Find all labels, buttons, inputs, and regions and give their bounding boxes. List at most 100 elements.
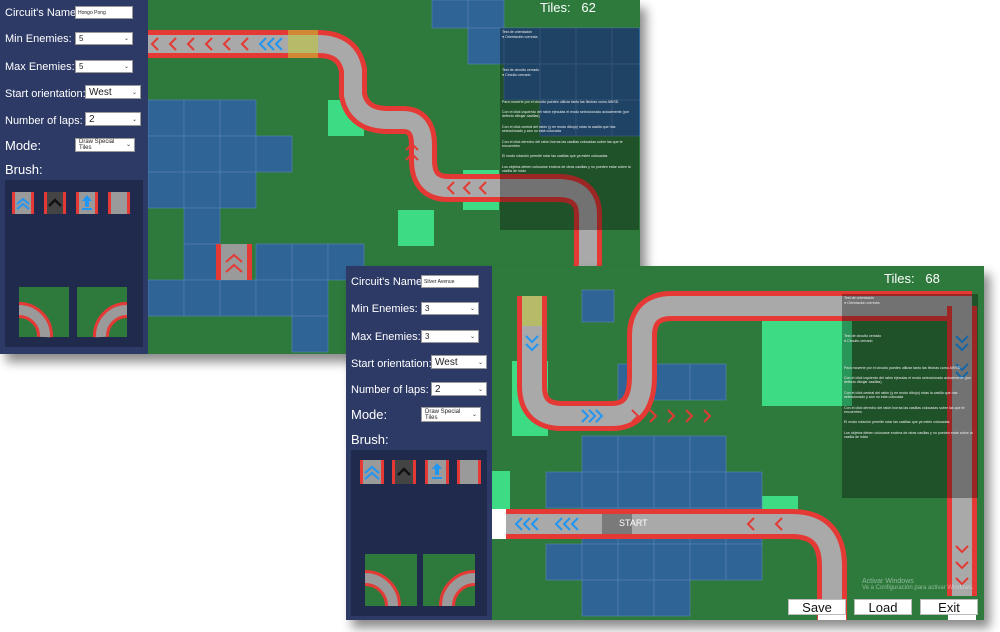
save-button[interactable]: Save <box>788 599 846 615</box>
help-text-3: Con el click central del ratón (y en mod… <box>844 390 958 400</box>
circuit-test-title: Test de circuito cerrado <box>502 67 540 72</box>
settings-panel: Circuit's Name: Hongo Pong Min Enemies: … <box>0 0 148 354</box>
circuit-option-text: Circuito cerrado <box>505 73 531 78</box>
tiles-counter: Tiles: 62 <box>540 0 596 15</box>
help-text-2: Con el click izquierdo del ratón ejecuta… <box>844 376 972 385</box>
mode-label: Mode: <box>351 407 388 422</box>
chevron-down-icon: ⌄ <box>131 116 137 123</box>
orientation-option-text: Orientación correcta <box>505 35 538 40</box>
chevron-down-icon: ⌄ <box>123 64 129 70</box>
help-text-2: Con el click izquierdo del ratón ejecuta… <box>502 110 630 119</box>
start-orientation-value: West <box>89 86 112 98</box>
mode-label: Mode: <box>5 138 42 153</box>
editor-window-back: Circuit's Name: Hongo Pong Min Enemies: … <box>0 0 640 354</box>
min-enemies-select[interactable]: 5⌄ <box>75 32 133 45</box>
circuit-name-label: Circuit's Name: <box>351 276 426 288</box>
chevron-down-icon: ⌄ <box>131 89 137 96</box>
curve-right-tile-icon[interactable] <box>77 287 128 338</box>
orientation-test-title: Test de orientación <box>844 296 875 300</box>
circuit-test-title: Test de circuito cerrado <box>844 333 882 338</box>
watermark-title: Activar Windows <box>862 578 914 585</box>
curve-left-tile-icon[interactable] <box>18 287 69 338</box>
chevron-down-icon: ⌄ <box>477 359 483 366</box>
editor-window-front: Circuit's Name: Silver Avenue Min Enemie… <box>346 266 984 620</box>
min-enemies-value: 3 <box>425 304 430 313</box>
orientation-option-text: Orientación correcta <box>847 301 880 306</box>
circuit-name-label: Circuit's Name: <box>5 7 80 19</box>
track-canvas[interactable]: START Tiles: 68 Test de orientación ● Or… <box>492 266 984 620</box>
laps-select[interactable]: 2⌄ <box>431 382 487 396</box>
orientation-test-title: Test de orientación <box>502 30 533 34</box>
min-enemies-label: Min Enemies: <box>351 303 418 315</box>
start-orientation-select[interactable]: West ⌄ <box>431 355 487 369</box>
start-orientation-label: Start orientation: <box>5 88 86 100</box>
help-text-1: Para moverte por el circuito puedes util… <box>502 99 619 104</box>
boost-tile-icon[interactable] <box>12 192 34 214</box>
tiles-label: Tiles: <box>884 271 915 286</box>
chevron-down-icon: ⌄ <box>471 411 477 418</box>
plain-tile-icon[interactable] <box>457 460 481 484</box>
help-text-5: El modo rotación permite rotar las casil… <box>502 154 608 159</box>
tiles-count: 62 <box>581 0 596 15</box>
activation-watermark: Activar Windows Ve a Configuración para … <box>862 578 973 592</box>
laps-label: Number of laps: <box>5 115 83 127</box>
circuit-test-option: ● Circuito cerrado <box>844 339 873 344</box>
laps-value: 2 <box>89 113 95 125</box>
curve-left-tile-icon[interactable] <box>364 554 417 607</box>
mode-value: Draw Special Tiles <box>425 408 461 421</box>
tiles-counter: Tiles: 68 <box>884 271 940 286</box>
help-overlay: Test de orientación ● Orientación correc… <box>500 28 639 230</box>
chevron-down-icon: ⌄ <box>125 142 131 148</box>
exit-button[interactable]: Exit <box>920 599 978 615</box>
help-text-5: El modo rotación permite rotar las casil… <box>844 420 950 425</box>
help-overlay: Test de orientación ● Orientación correc… <box>842 294 978 498</box>
tiles-count: 68 <box>925 271 940 286</box>
help-text-6: Los objetos deben colocarse encima de ot… <box>844 430 973 440</box>
help-text-3: Con el click central del ratón (y en mod… <box>502 124 616 134</box>
max-enemies-label: Max Enemies: <box>351 331 421 343</box>
max-enemies-label: Max Enemies: <box>5 61 75 73</box>
min-enemies-value: 5 <box>79 34 84 43</box>
help-text-4: Con el click derecho del ratón borras la… <box>502 139 623 149</box>
slow-tile-icon[interactable] <box>44 192 66 214</box>
max-enemies-value: 3 <box>425 332 430 341</box>
circuit-name-input[interactable]: Silver Avenue <box>421 275 479 288</box>
max-enemies-select[interactable]: 5⌄ <box>75 60 133 73</box>
min-enemies-select[interactable]: 3⌄ <box>421 302 479 315</box>
brush-palette <box>5 180 143 347</box>
chevron-down-icon: ⌄ <box>477 386 483 393</box>
orientation-test-option: ● Orientación correcta <box>502 35 538 40</box>
brush-label: Brush: <box>351 432 389 447</box>
start-orientation-select[interactable]: West ⌄ <box>85 85 141 99</box>
max-enemies-value: 5 <box>79 62 84 71</box>
plain-tile-icon[interactable] <box>108 192 130 214</box>
circuit-name-input[interactable]: Hongo Pong <box>75 6 133 19</box>
jump-tile-icon[interactable] <box>76 192 98 214</box>
help-text-4: Con el click derecho del ratón borras la… <box>844 405 965 415</box>
watermark-text: Ve a Configuración para activar Windows. <box>862 585 974 591</box>
load-button[interactable]: Load <box>854 599 912 615</box>
start-orientation-label: Start orientation: <box>351 358 432 370</box>
chevron-down-icon: ⌄ <box>469 306 475 312</box>
laps-select[interactable]: 2⌄ <box>85 112 141 126</box>
mode-select[interactable]: Draw Special Tiles ⌄ <box>75 138 135 152</box>
circuit-option-text: Circuito cerrado <box>847 339 873 344</box>
curve-right-tile-icon[interactable] <box>423 554 476 607</box>
start-marker: START <box>619 518 648 528</box>
slow-tile-icon[interactable] <box>392 460 416 484</box>
brush-palette <box>351 450 487 616</box>
min-enemies-label: Min Enemies: <box>5 33 72 45</box>
orientation-test-option: ● Orientación correcta <box>844 301 880 306</box>
start-orientation-value: West <box>435 356 458 368</box>
chevron-down-icon: ⌄ <box>123 36 129 42</box>
settings-panel: Circuit's Name: Silver Avenue Min Enemie… <box>346 266 492 620</box>
jump-tile-icon[interactable] <box>425 460 449 484</box>
boost-tile-icon[interactable] <box>360 460 384 484</box>
tiles-label: Tiles: <box>540 0 571 15</box>
mode-select[interactable]: Draw Special Tiles ⌄ <box>421 407 481 422</box>
laps-value: 2 <box>435 383 441 395</box>
max-enemies-select[interactable]: 3⌄ <box>421 330 479 343</box>
chevron-down-icon: ⌄ <box>469 334 475 340</box>
laps-label: Number of laps: <box>351 384 429 396</box>
mode-value: Draw Special Tiles <box>79 139 115 151</box>
